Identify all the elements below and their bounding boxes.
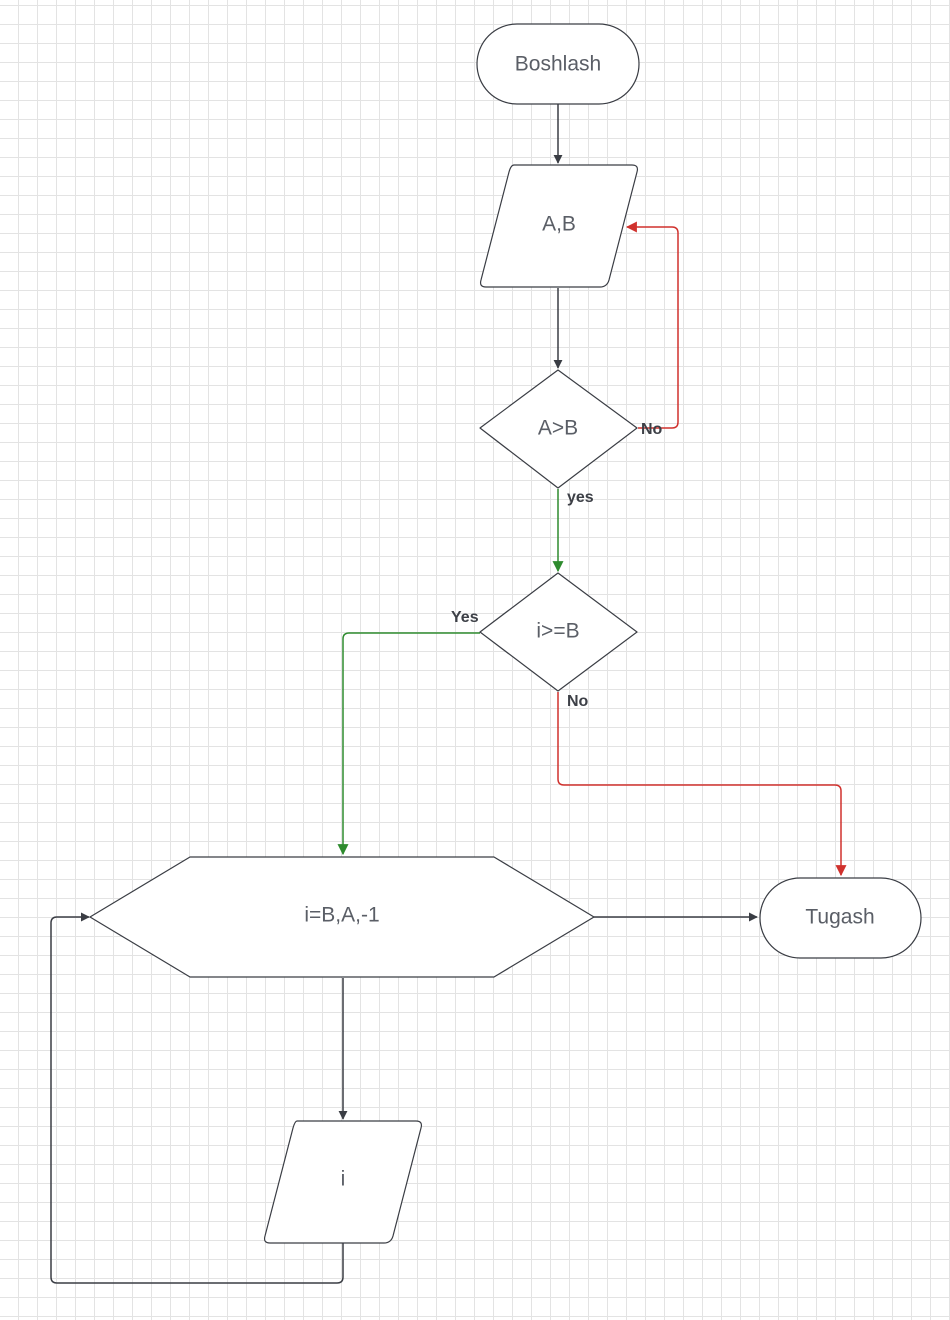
output-i-label: i — [341, 1168, 346, 1191]
input-ab-label: A,B — [542, 213, 576, 236]
a-gt-b-no-label: No — [641, 421, 663, 438]
condition-i-ge-b-label: i>=B — [536, 620, 579, 643]
a-gt-b-yes-label: yes — [567, 489, 594, 506]
loop-label: i=B,A,-1 — [304, 904, 379, 927]
edge-i-cond-yes-to-loop — [337, 632, 480, 856]
output-i-parallelogram[interactable]: i — [263, 1120, 423, 1244]
end-label: Tugash — [805, 906, 874, 929]
start-terminal[interactable]: Boshlash — [476, 23, 640, 105]
i-ge-b-yes-label: Yes — [451, 609, 479, 626]
condition-a-gt-b-label: A>B — [538, 417, 578, 440]
input-ab-parallelogram[interactable]: A,B — [479, 164, 639, 288]
condition-a-gt-b-diamond[interactable]: A>B — [479, 369, 638, 489]
edge-i-cond-no-to-end — [557, 692, 847, 877]
condition-i-ge-b-diamond[interactable]: i>=B — [479, 572, 638, 692]
edge-output-back-to-loop — [50, 912, 344, 1284]
end-terminal[interactable]: Tugash — [759, 877, 922, 959]
edge-cond-no-to-input — [625, 221, 679, 429]
i-ge-b-no-label: No — [567, 693, 589, 710]
loop-hexagon[interactable]: i=B,A,-1 — [89, 856, 595, 978]
start-label: Boshlash — [515, 53, 601, 76]
